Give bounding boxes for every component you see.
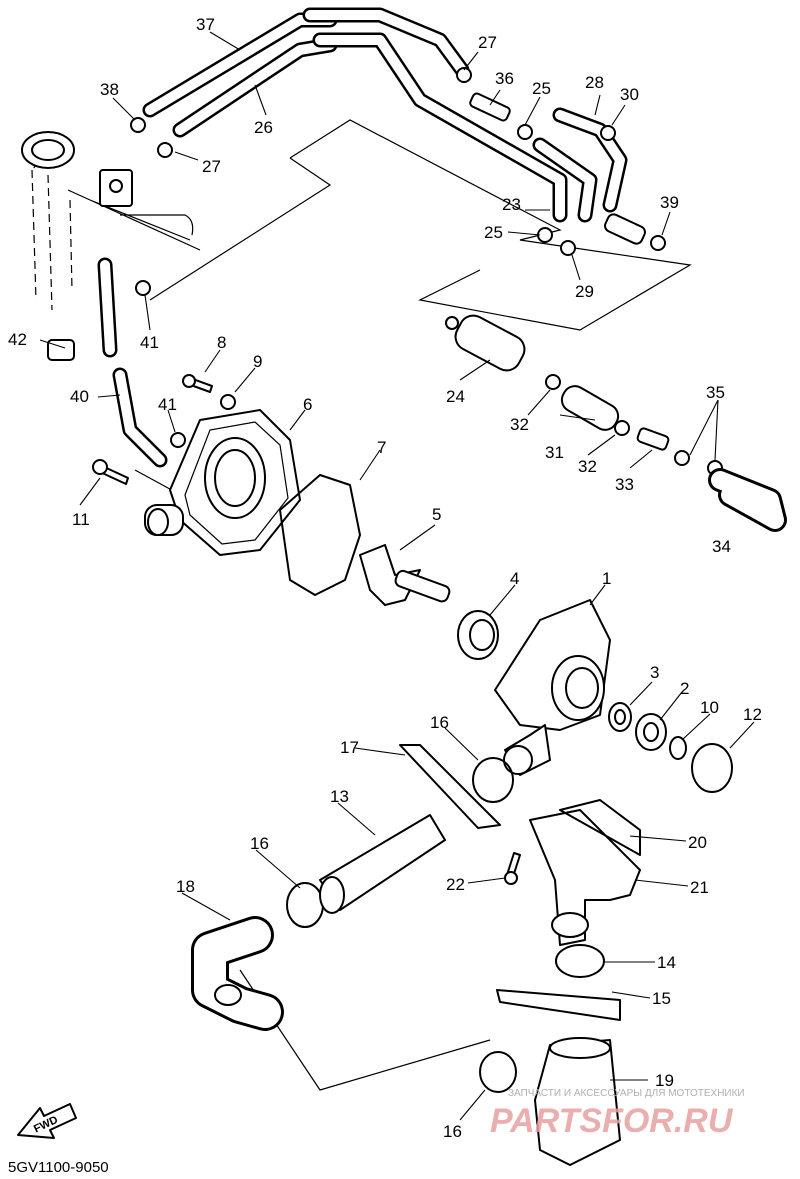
callout-14: 14 <box>657 953 676 972</box>
callout-12: 12 <box>743 705 762 724</box>
hose-31 <box>560 385 620 431</box>
callout-37: 37 <box>196 15 215 34</box>
callout-38: 38 <box>100 80 119 99</box>
o-ring-7 <box>279 474 361 596</box>
callout-29: 29 <box>575 282 594 301</box>
thermostat-housing <box>529 799 641 946</box>
callout-22: 22 <box>446 875 465 894</box>
callout-27: 27 <box>478 33 497 52</box>
callout-8: 8 <box>217 333 226 352</box>
hose-18 <box>191 916 284 1031</box>
watermark-subtitle: ЗАПЧАСТИ И АКСЕССУАРЫ ДЛЯ МОТОТЕХНИКИ <box>508 1088 745 1099</box>
callout-10: 10 <box>700 698 719 717</box>
callout-32: 32 <box>510 415 529 434</box>
callout-2: 2 <box>680 679 689 698</box>
callout-23: 23 <box>502 195 521 214</box>
callout-32: 32 <box>578 457 597 476</box>
callout-39: 39 <box>660 193 679 212</box>
filter-24 <box>445 314 526 372</box>
callout-7: 7 <box>377 438 386 457</box>
callout-16: 16 <box>250 834 269 853</box>
callout-4: 4 <box>510 569 519 588</box>
callout-21: 21 <box>690 878 709 897</box>
callout-18: 18 <box>176 877 195 896</box>
callout-19: 19 <box>655 1071 674 1090</box>
callout-42: 42 <box>8 330 27 349</box>
callout-13: 13 <box>330 787 349 806</box>
callout-34: 34 <box>712 537 731 556</box>
callout-11: 11 <box>72 510 90 529</box>
callout-41: 41 <box>140 333 159 352</box>
seal-4 <box>457 610 499 660</box>
pump-housing-1 <box>494 599 611 776</box>
bearings <box>608 702 733 793</box>
bolts <box>92 374 521 885</box>
small-clamps <box>47 67 723 476</box>
callout-40: 40 <box>70 387 89 406</box>
pump-cover-6 <box>144 409 301 556</box>
filler-neck <box>21 131 133 207</box>
callout-6: 6 <box>303 395 312 414</box>
callout-35: 35 <box>706 383 725 402</box>
callout-36: 36 <box>495 69 514 88</box>
callout-33: 33 <box>615 475 634 494</box>
callout-20: 20 <box>688 833 707 852</box>
callout-5: 5 <box>432 505 441 524</box>
leader-lines <box>39 31 755 1121</box>
callout-1: 1 <box>602 569 611 588</box>
diagram-code: 5GV1100-9050 <box>8 1159 109 1176</box>
callout-16: 16 <box>430 713 449 732</box>
callout-15: 15 <box>652 989 671 1008</box>
impeller-5 <box>359 544 451 606</box>
callout-26: 26 <box>254 118 273 137</box>
upper-hoses <box>97 7 628 468</box>
callout-17: 17 <box>340 738 359 757</box>
callout-9: 9 <box>253 352 262 371</box>
callout-16: 16 <box>443 1122 462 1141</box>
hose-19 <box>534 1037 621 1166</box>
watermark: ЗАПЧАСТИ И АКСЕССУАРЫ ДЛЯ МОТОТЕХНИКИ PA… <box>490 1088 745 1140</box>
callout-25: 25 <box>532 79 551 98</box>
hose-34 <box>708 468 787 532</box>
watermark-logo: PARTSFOR.RU <box>490 1102 734 1140</box>
callout-labels: 37 27 36 25 28 30 38 26 27 23 39 25 29 4… <box>8 15 762 1141</box>
callout-24: 24 <box>446 387 465 406</box>
callout-28: 28 <box>585 73 604 92</box>
callout-25: 25 <box>484 223 503 242</box>
callout-41: 41 <box>158 395 177 414</box>
hose-13 <box>319 814 446 914</box>
fwd-arrow: FWD <box>17 1103 77 1139</box>
callout-30: 30 <box>620 85 639 104</box>
callout-27: 27 <box>202 157 221 176</box>
callout-31: 31 <box>545 443 564 462</box>
callout-3: 3 <box>650 663 659 682</box>
